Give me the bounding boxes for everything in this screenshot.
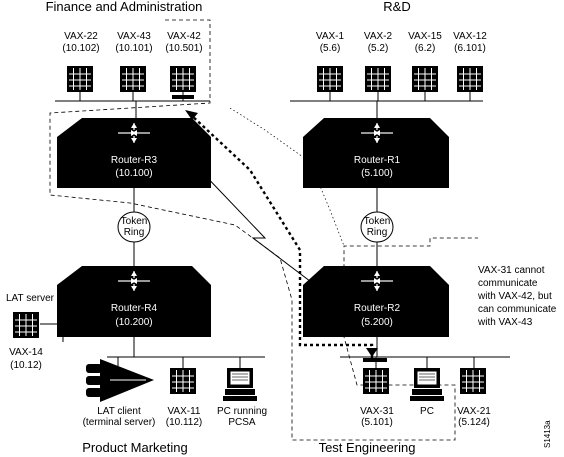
vax-21-name: VAX-21 [457,406,491,417]
router-r3-name: Router-R3 [111,155,158,166]
note-line-3: with VAX-42, but [477,291,552,302]
lat-client-label: LAT client [97,406,141,417]
vax-12-icon [456,65,484,93]
vax-2-icon [364,65,392,93]
vax-14-addr: (10.12) [10,360,42,371]
vax-31-icon [362,367,390,395]
vax-11-addr: (10.112) [166,417,203,428]
vax-22-icon [66,65,94,93]
figure-id: S1413a [543,420,552,448]
vax-31-name: VAX-31 [360,406,394,417]
router-r2-addr: (5.200) [361,317,393,328]
wan-link-r3-r2 [199,169,336,301]
router-r2: Router-R2 (5.200) [303,266,449,337]
region-title-product-marketing: Product Marketing [82,440,188,455]
vax-42-connector [172,95,194,99]
vax-1-addr: (5.6) [320,43,341,54]
vax-43-icon [119,65,147,93]
vax-31-connector [363,358,387,362]
vax-22-name: VAX-22 [64,31,98,42]
note-line-5: with VAX-43 [477,317,533,328]
router-r1: Router-R1 (5.100) [303,118,449,188]
vax-21-icon [459,367,487,395]
token-ring-left [117,211,151,243]
vax-42-name: VAX-42 [167,31,201,42]
vax-31-addr: (5.101) [361,417,393,428]
token-ring-right-line1: Token [364,216,391,227]
token-ring-right [360,211,394,243]
vax-1-icon [316,65,344,93]
token-ring-left-line2: Ring [124,227,145,238]
vax-42-addr: (10.501) [165,43,202,54]
region-title-finance: Finance and Administration [46,0,203,14]
vax-2-name: VAX-2 [364,31,393,42]
pc-pcsa-icon [222,367,258,402]
vax-15-icon [411,65,439,93]
vax-42-icon [169,65,197,93]
router-r3-addr: (10.100) [115,168,152,179]
pc-icon [409,367,445,402]
region-title-rd: R&D [383,0,410,14]
router-r4-addr: (10.200) [115,317,152,328]
vax-12-addr: (6.101) [454,43,486,54]
token-ring-left-line1: Token [121,216,148,227]
router-r4: Router-R4 (10.200) [57,266,211,337]
vax-21-addr: (5.124) [458,417,490,428]
failed-path-vax31-vax42 [189,113,374,358]
region-title-test-engineering: Test Engineering [319,440,416,455]
pc-pcsa-sublabel: PCSA [228,417,256,428]
vax-2-addr: (5.2) [368,43,389,54]
pc-pcsa-label: PC running [217,406,267,417]
note-line-2: communicate [478,278,538,289]
pc-label: PC [420,406,434,417]
router-r1-addr: (5.100) [361,168,393,179]
vax-1-name: VAX-1 [316,31,345,42]
lat-client-terminal-server-icon [86,359,154,402]
vax-15-addr: (6.2) [415,43,436,54]
note-line-1: VAX-31 cannot [478,265,545,276]
dashed-boundary-left [49,19,478,441]
vax-12-name: VAX-12 [453,31,487,42]
vax-22-addr: (10.102) [62,43,99,54]
vax-43-addr: (10.101) [115,43,152,54]
failed-path-tail-arrow-icon [366,348,378,357]
vax-11-name: VAX-11 [168,406,201,417]
failed-path-arrowhead-icon [185,110,198,120]
vax-11-icon [169,367,197,395]
vax-14-name: VAX-14 [9,347,43,358]
vax-14-icon [12,311,40,339]
vax-43-name: VAX-43 [117,31,151,42]
router-r1-name: Router-R1 [354,155,401,166]
router-r4-name: Router-R4 [111,303,158,314]
lat-server-label: LAT server [6,293,55,304]
token-ring-right-line2: Ring [367,227,388,238]
lat-client-sublabel: (terminal server) [83,417,156,428]
router-r2-name: Router-R2 [354,303,401,314]
note-line-4: can communicate [478,304,557,315]
vax-15-name: VAX-15 [408,31,442,42]
router-r3: Router-R3 (10.100) [57,118,211,188]
